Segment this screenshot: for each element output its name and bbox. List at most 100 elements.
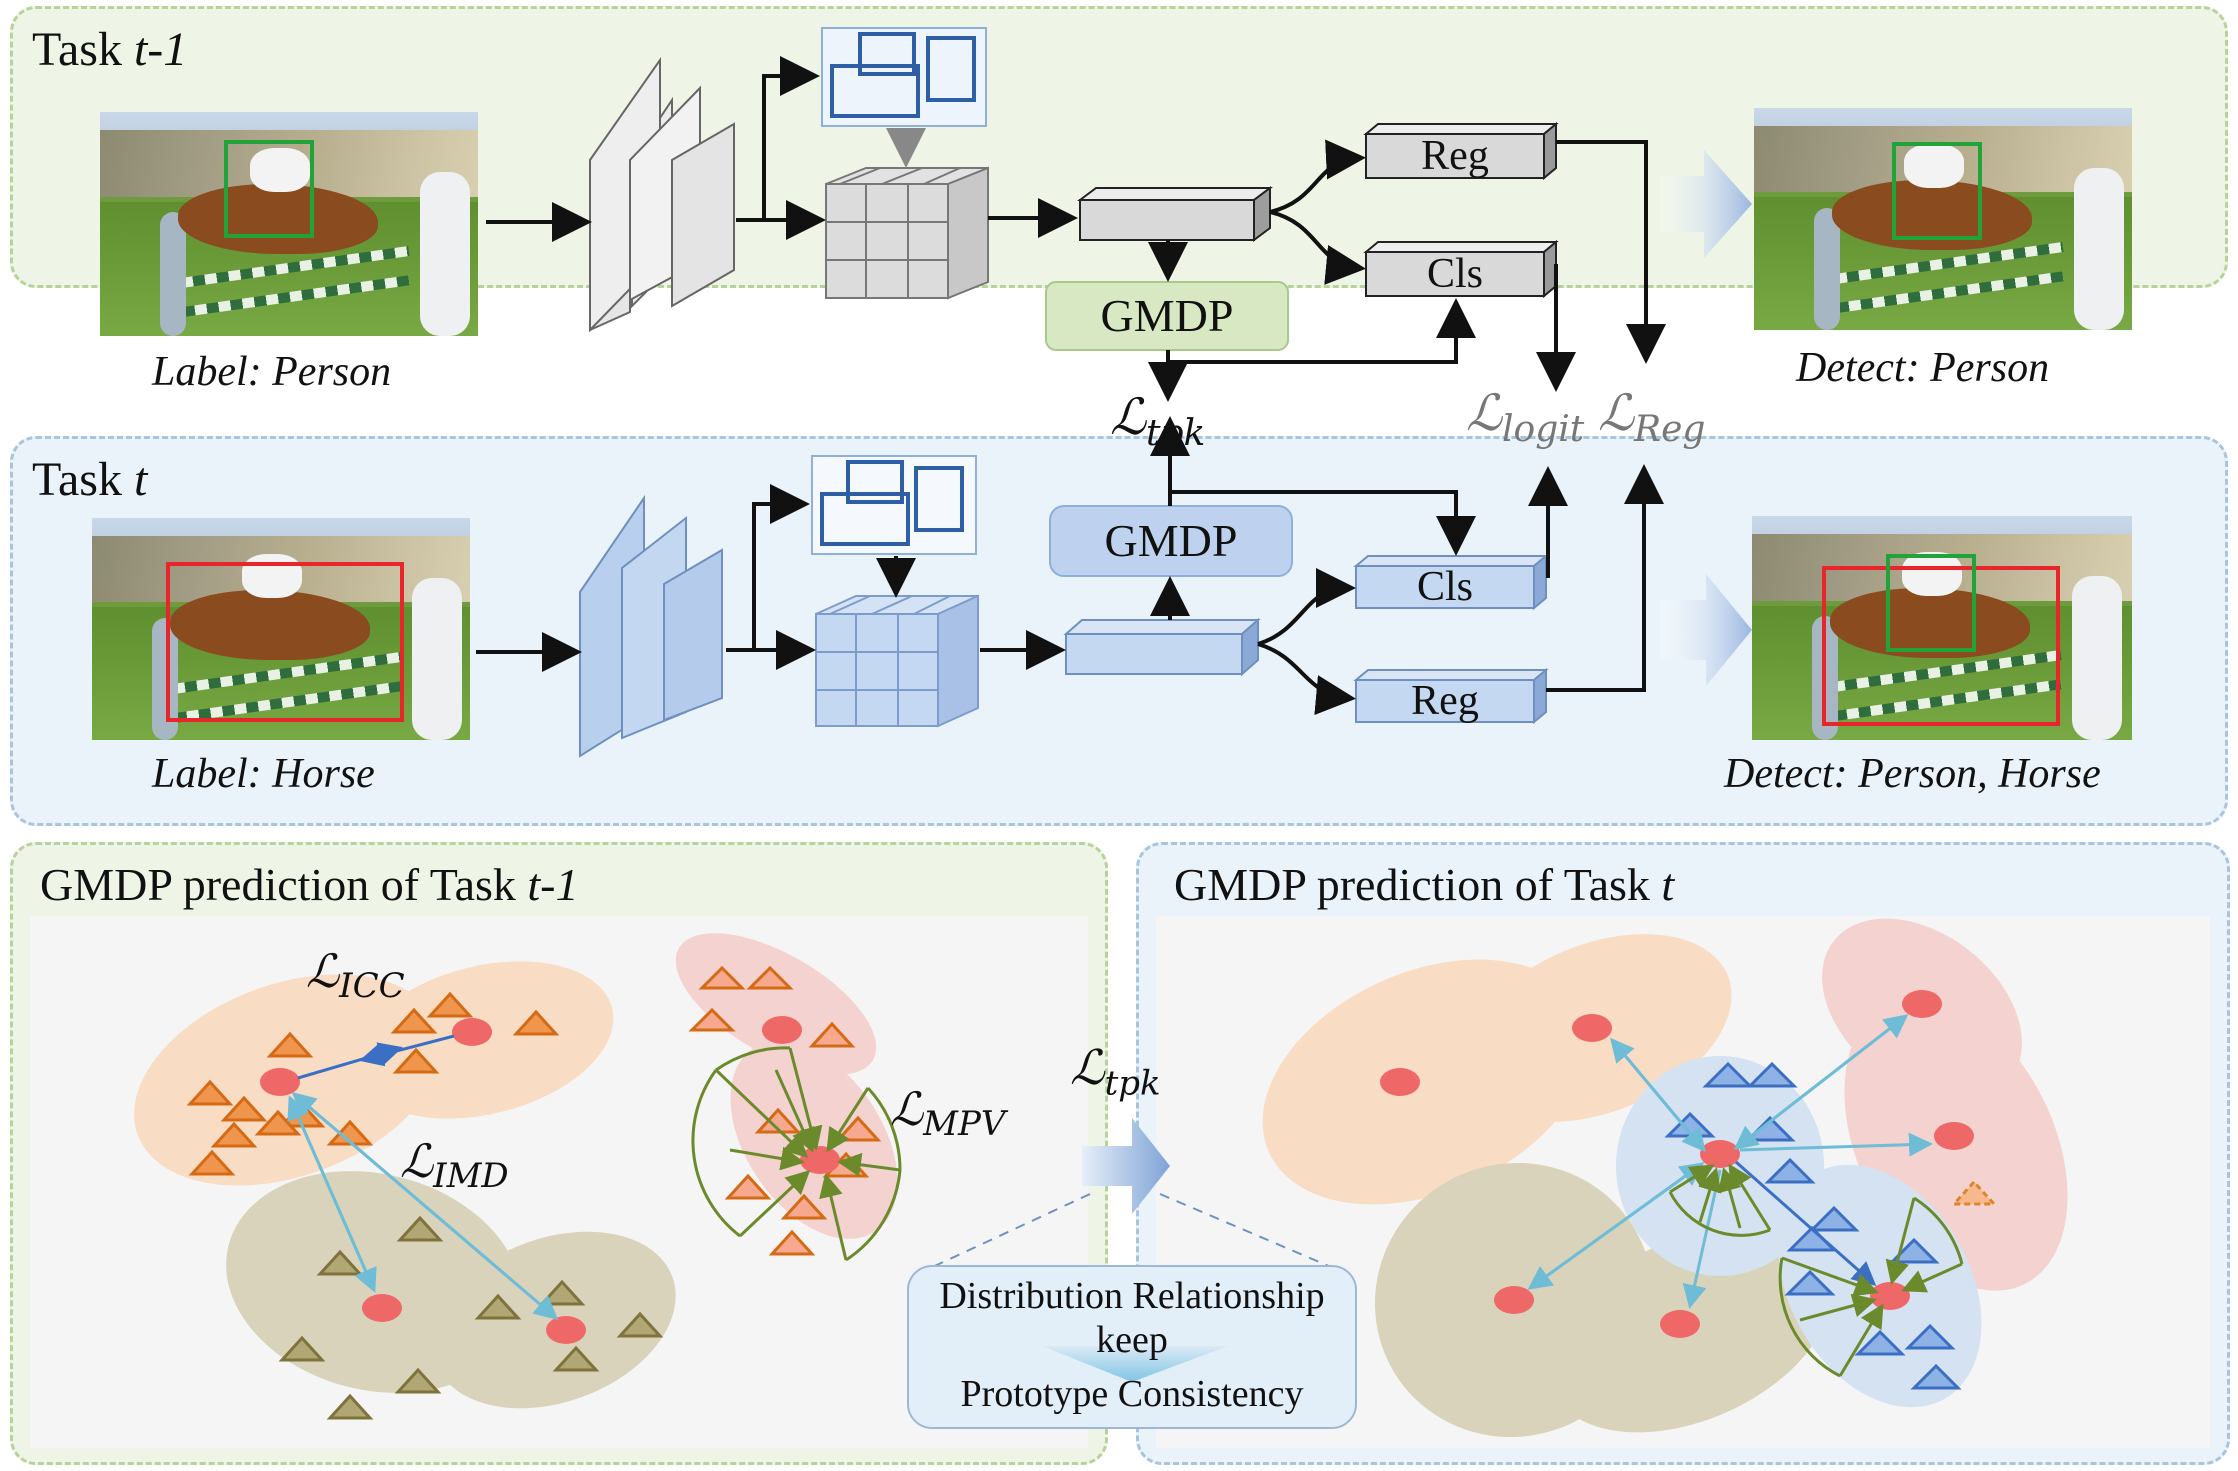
feature-bar-prev (1077, 186, 1273, 242)
output-label-prev: Detect: Person (1796, 345, 2050, 391)
prototype-dot (1380, 1068, 1420, 1096)
loss-reg: ℒReg (1598, 384, 1705, 450)
loss-logit-L: ℒ (1466, 384, 1503, 442)
cls-label-cur: Cls (1416, 564, 1474, 610)
loss-imd-L: ℒ (400, 1134, 434, 1188)
input-label-prev: Label: Person (152, 349, 392, 395)
prototype-dot (1870, 1282, 1910, 1310)
prototype-dot (1934, 1122, 1974, 1150)
loss-imd-sub: IMD (433, 1156, 509, 1197)
prototype-dot (1494, 1286, 1534, 1314)
prototypes-prev (260, 1016, 840, 1344)
output-label-cur: Detect: Person, Horse (1724, 751, 2101, 797)
loss-tpk-top-sub: tpk (1146, 413, 1206, 454)
gmdp-cur-title: GMDP prediction of Task t (1174, 858, 1674, 911)
triangle-dashed (1950, 1179, 1998, 1206)
gmdp-prev-title: GMDP prediction of Task t-1 (40, 858, 579, 911)
loss-tpk-top-L: ℒ (1110, 388, 1147, 446)
callout-connectors (925, 1193, 1339, 1271)
task-cur-title-text: Task (32, 453, 134, 506)
output-image-cur (1752, 516, 2132, 740)
reg-label-prev: Reg (1421, 133, 1489, 179)
triangles-blue-cur (1664, 1061, 1962, 1390)
cur-blue-arrow (1735, 1160, 1877, 1286)
backbone-prev (589, 56, 735, 333)
loss-icc-L: ℒ (306, 944, 340, 998)
backbone-cur (579, 494, 723, 758)
task-prev-title-text: Task (32, 23, 134, 76)
gt-box-horse-cur (166, 562, 404, 722)
loss-logit: ℒlogit (1466, 384, 1584, 450)
mpv-arrows (691, 1046, 902, 1262)
prototype-dot (546, 1316, 586, 1344)
gmdp-prev-title-index: t-1 (527, 859, 579, 910)
input-image-prev (100, 112, 478, 336)
gmdp-prev-title-text: GMDP prediction of Task (40, 859, 528, 910)
roi-grid-prev (825, 166, 989, 300)
prototype-dot (1902, 990, 1942, 1018)
detect-box-person-prev (1892, 142, 1982, 240)
cur-mpv-arrows (1668, 1163, 1964, 1378)
loss-mpv: ℒMPV (890, 1082, 1005, 1144)
loss-reg-sub: Reg (1634, 409, 1706, 450)
icc-arrows (297, 1034, 455, 1080)
loss-tpk-center: ℒtpk (1070, 1040, 1161, 1104)
task-cur-title-index: t (133, 453, 148, 506)
reg-box-cur (1353, 667, 1549, 725)
prototype-dot (362, 1294, 402, 1322)
arrows-prev (486, 56, 1666, 402)
loss-tpk-top: ℒtpk (1110, 388, 1205, 454)
prototype-dot (1572, 1014, 1612, 1042)
reg-label-cur: Reg (1411, 678, 1479, 724)
keep-arrow (1042, 1346, 1228, 1382)
loss-tpk-center-L: ℒ (1070, 1040, 1105, 1096)
transfer-arrow (1082, 1118, 1170, 1214)
task-prev-title: Task t-1 (32, 22, 187, 77)
loss-mpv-sub: MPV (923, 1104, 1006, 1145)
loss-icc-sub: ICC (339, 966, 405, 1007)
loss-reg-L: ℒ (1598, 384, 1635, 442)
proposal-box-cur (811, 455, 977, 555)
reg-box-prev (1363, 121, 1559, 181)
clusters-cur (1262, 918, 2068, 1438)
gt-box-person-prev (224, 140, 314, 238)
gmdp-label-prev: GMDP (1100, 290, 1234, 341)
task-cur-title: Task t (32, 452, 147, 507)
cls-label-prev: Cls (1426, 251, 1484, 297)
big-arrow-prev (1660, 150, 1752, 258)
roi-grid-cur (815, 594, 979, 728)
loss-tpk-center-sub: tpk (1104, 1063, 1161, 1104)
input-label-cur: Label: Horse (152, 751, 375, 797)
output-image-prev (1754, 108, 2132, 330)
prototype-dot (762, 1016, 802, 1044)
task-prev-title-index: t-1 (133, 23, 188, 76)
big-arrow-cur (1660, 574, 1752, 686)
loss-mpv-L: ℒ (890, 1082, 924, 1136)
proposal-box-prev (821, 27, 987, 127)
gmdp-cur-title-text: GMDP prediction of Task (1174, 859, 1662, 910)
gmdp-label-cur: GMDP (1104, 515, 1238, 566)
imd-arrows (287, 1092, 559, 1320)
callout-line3: Prototype Consistency (960, 1373, 1304, 1415)
feature-bar-cur (1063, 617, 1261, 677)
loss-icc: ℒICC (306, 944, 405, 1006)
prototypes-cur (1380, 990, 1974, 1338)
prototype-dot (800, 1146, 840, 1174)
loss-imd: ℒIMD (400, 1134, 509, 1196)
triangles-olive-prev (278, 1215, 664, 1420)
cls-box-cur (1353, 553, 1549, 611)
callout-line1: Distribution Relationship (939, 1275, 1325, 1317)
arrows-cur (476, 416, 1664, 715)
loss-logit-sub: logit (1502, 409, 1585, 450)
callout-line2: keep (1096, 1319, 1168, 1361)
input-image-cur (92, 518, 470, 740)
prototype-dot (260, 1068, 300, 1096)
detect-box-person-cur (1886, 554, 1976, 652)
gmdp-cur-title-index: t (1661, 859, 1675, 910)
detect-box-horse-cur (1822, 566, 2060, 726)
prototype-dot (452, 1018, 492, 1046)
prototype-dot (1700, 1140, 1740, 1168)
prototype-dot (1660, 1310, 1700, 1338)
